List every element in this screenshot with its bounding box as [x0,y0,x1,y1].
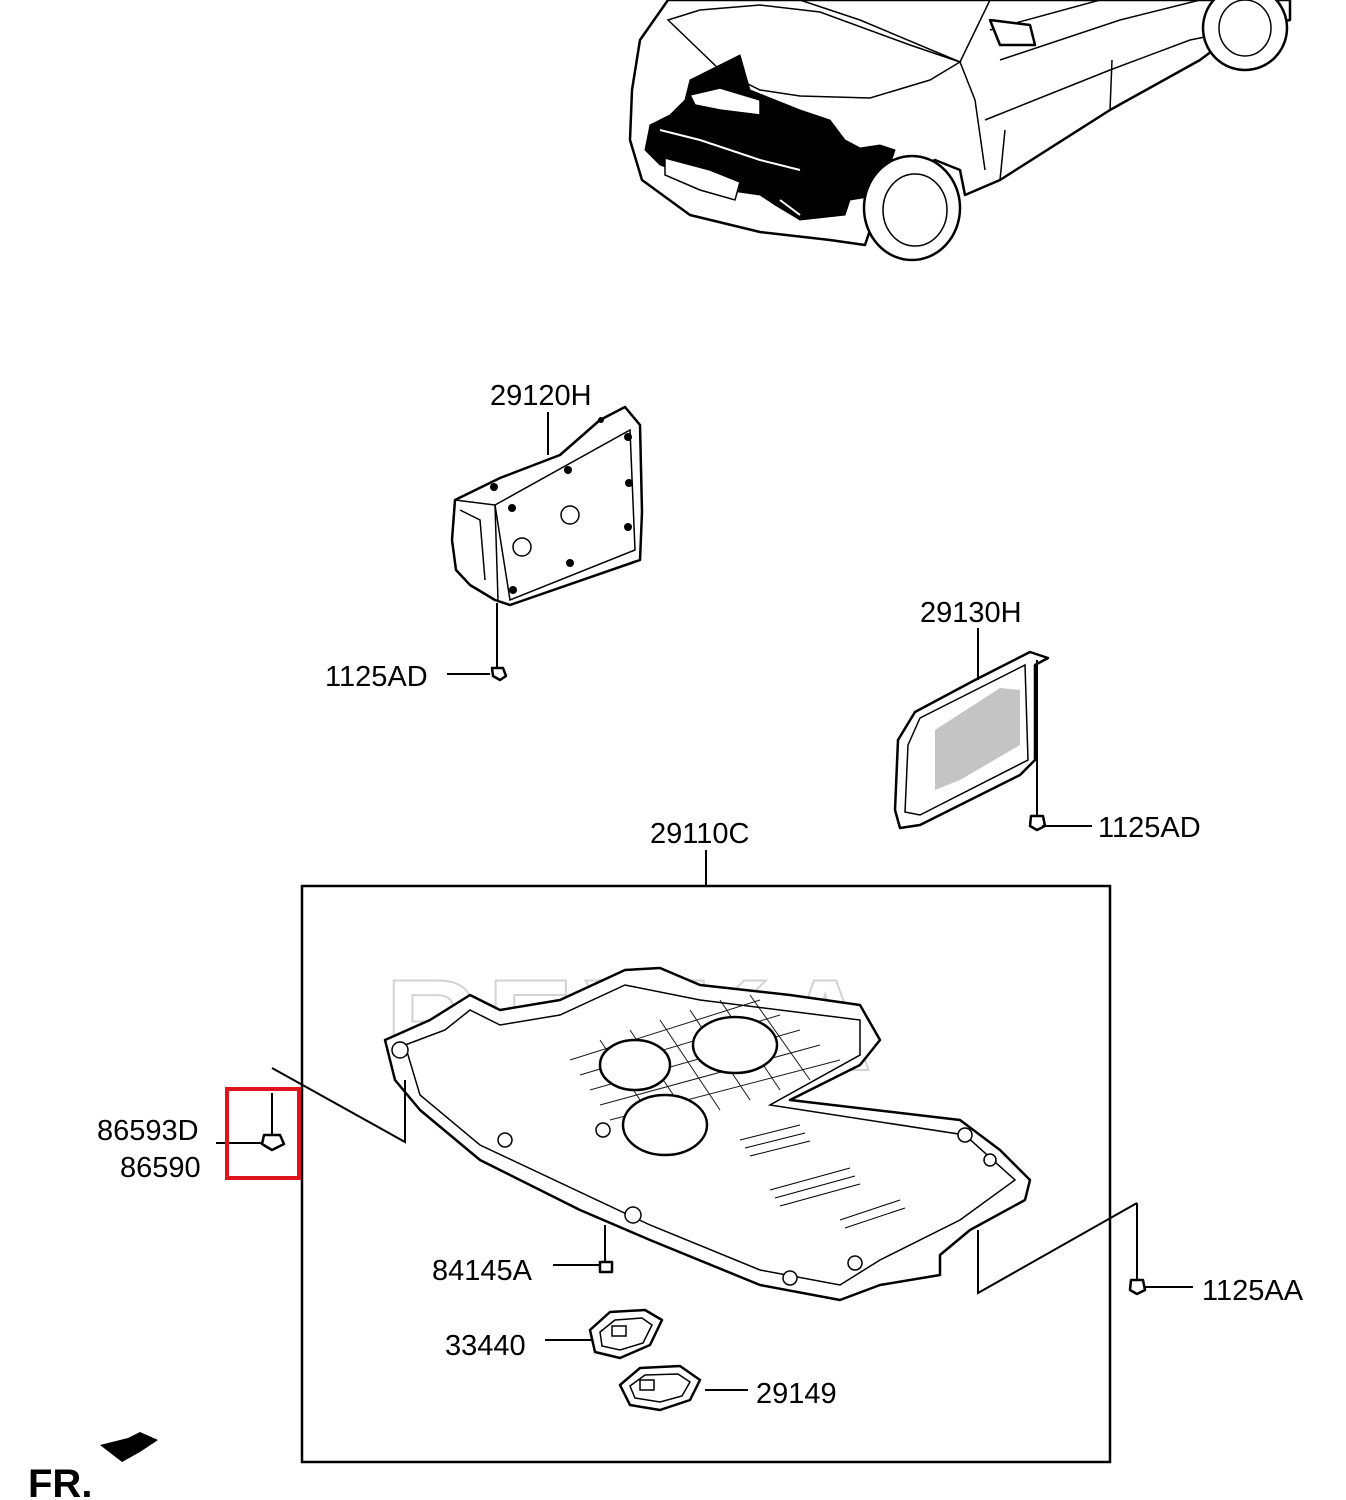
part-29110C-shape [383,966,1032,1302]
callout-84145A: 84145A [432,1255,533,1287]
bolt-1125AD-top [490,603,508,682]
part-29120H-shape [450,405,644,607]
front-direction-label: FR. [28,1462,92,1500]
front-direction-arrow-icon [100,1432,158,1462]
callout-1125AD-right: 1125AD [1098,812,1201,844]
callout-29120H: 29120H [490,380,592,412]
highlight-box [225,1087,301,1180]
callout-29149: 29149 [756,1378,837,1410]
callout-1125AD-top: 1125AD [325,661,428,693]
callout-29110C: 29110C [650,818,749,850]
callout-86590: 86590 [120,1152,201,1184]
clip-84145A [598,1225,614,1274]
part-33440-shape [588,1308,664,1360]
callout-33440: 33440 [445,1330,526,1362]
leader-lines [216,412,1193,1391]
callout-29130H: 29130H [920,597,1022,629]
bolt-1125AD-right [1028,660,1047,832]
callout-86593D: 86593D [97,1115,199,1147]
vehicle-illustration [628,0,1292,262]
part-29149-shape [618,1364,702,1412]
part-29130H-shape [893,650,1050,830]
bolt-1125AA [1128,1203,1147,1296]
callout-1125AA: 1125AA [1202,1275,1304,1307]
fastener-86590 [260,1093,286,1152]
